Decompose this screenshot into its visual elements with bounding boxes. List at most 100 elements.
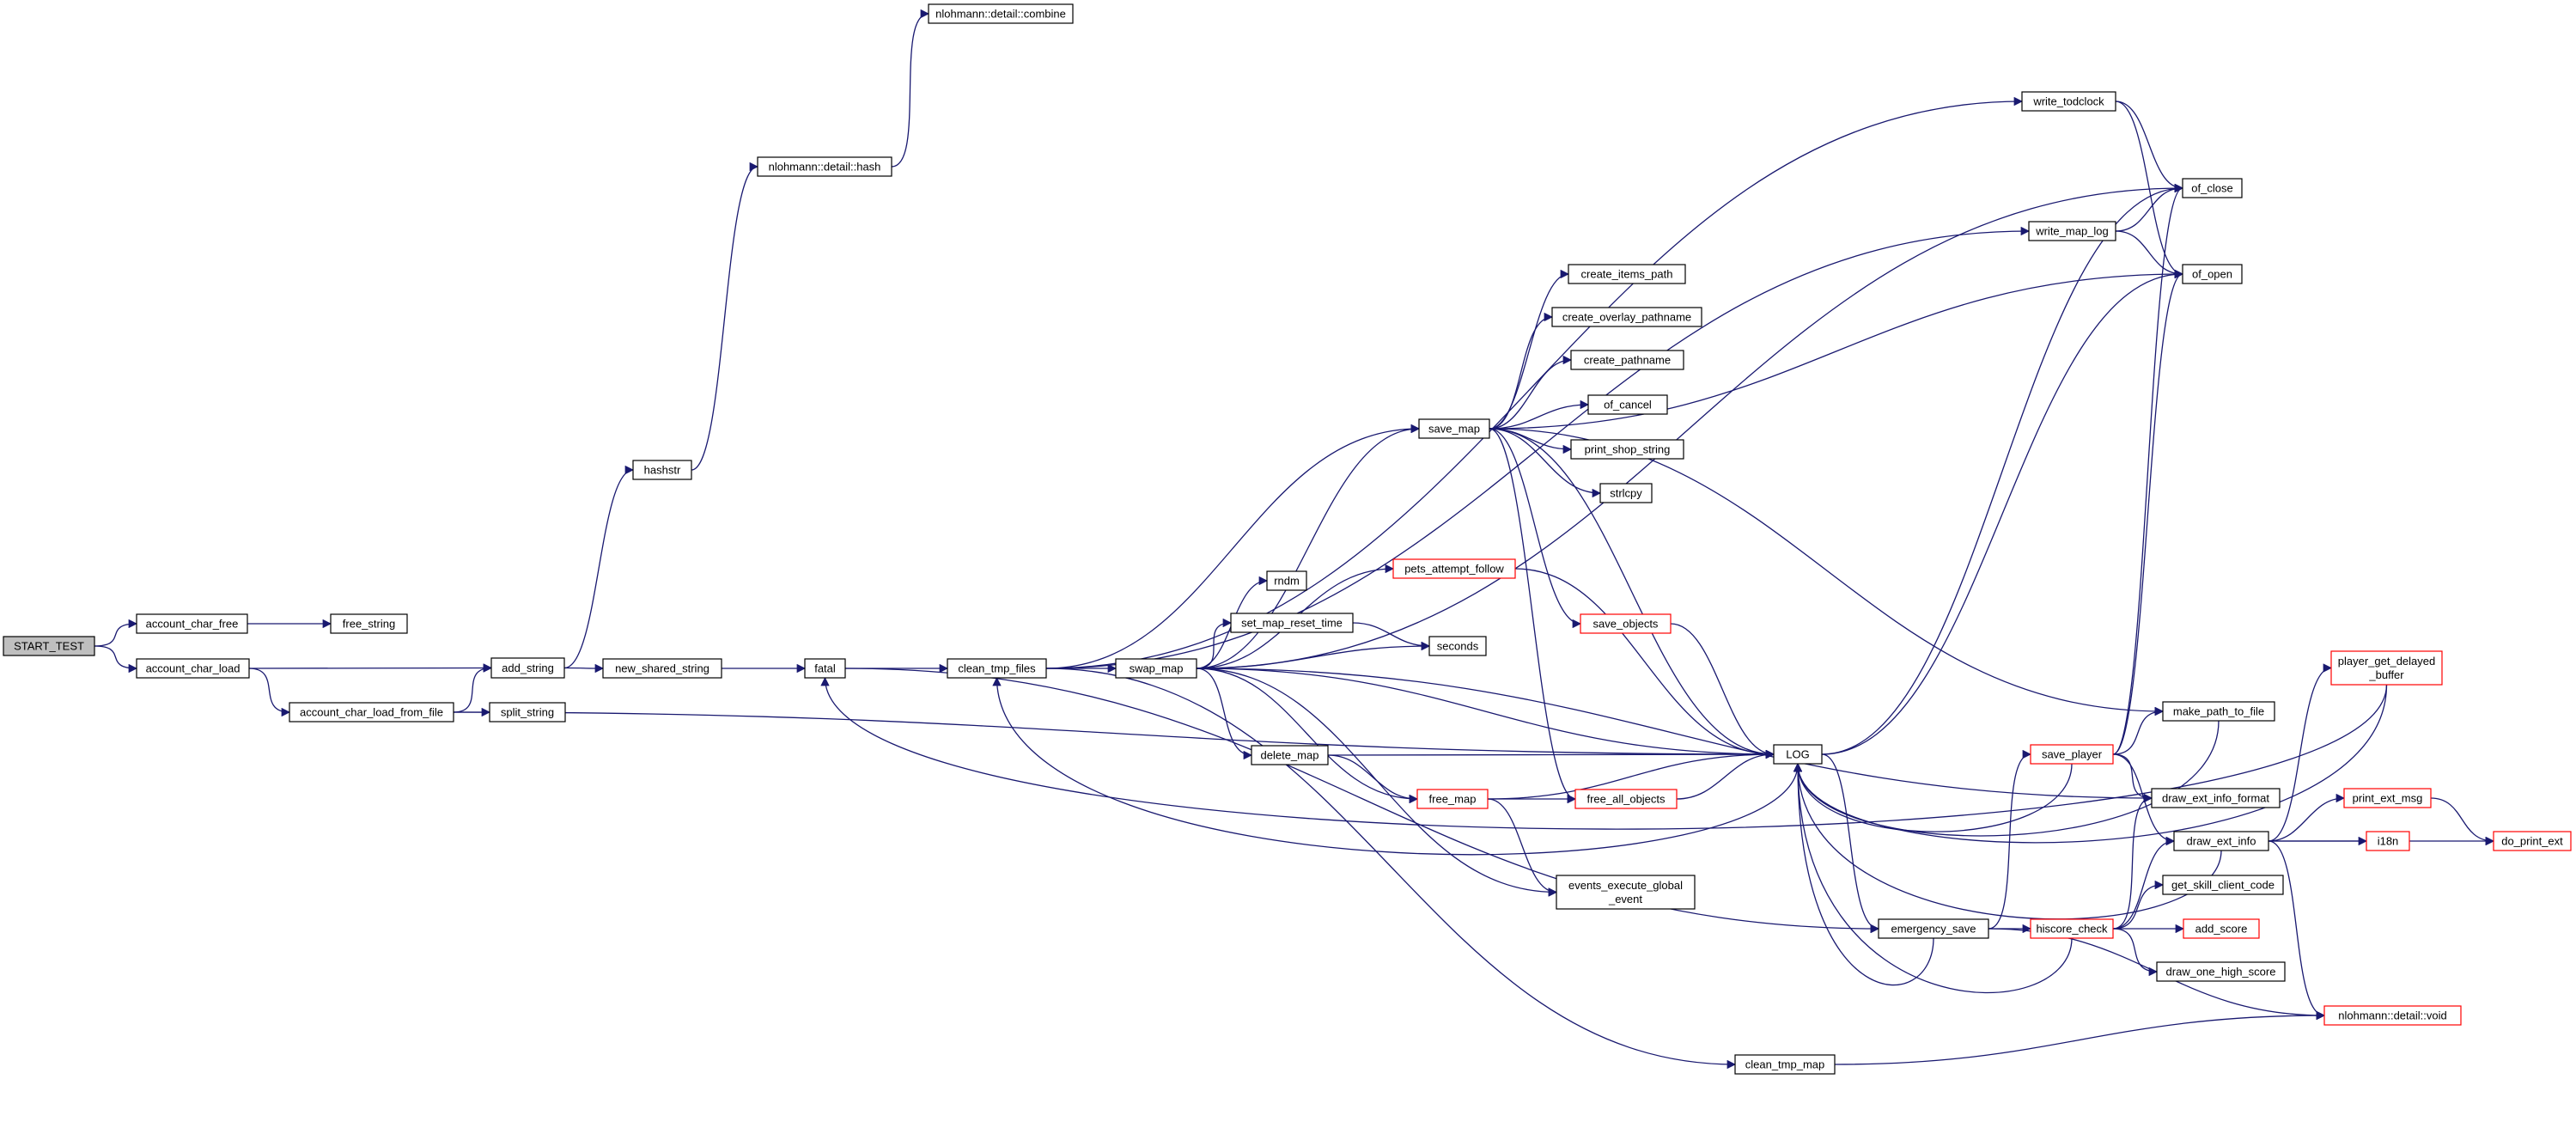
edge-save-map-to-of-cancel	[1489, 399, 1590, 430]
node-add-string[interactable]: add_string	[490, 657, 565, 679]
node-box	[632, 460, 692, 480]
node-of-close[interactable]: of_close	[2182, 178, 2243, 198]
edge-pets-attempt-follow-to-log	[1514, 568, 1775, 759]
node-pets-attempt-follow[interactable]: pets_attempt_follow	[1392, 558, 1516, 579]
node-delete-map[interactable]: delete_map	[1251, 745, 1329, 765]
node-write-todclock[interactable]: write_todclock	[2021, 91, 2116, 112]
node-new-shared-string[interactable]: new_shared_string	[602, 658, 722, 679]
node-swap-map[interactable]: swap_map	[1115, 658, 1197, 679]
edge-draw-ext-info-to-nlohmann-void	[2268, 840, 2326, 1021]
node-add-score[interactable]: add_score	[2183, 918, 2260, 939]
node-label: START_TEST	[14, 640, 84, 653]
node-account-char-load-from-file[interactable]: account_char_load_from_file	[289, 702, 454, 723]
edge-write-map-log-to-of-open	[2115, 230, 2184, 279]
node-i18n[interactable]: i18n	[2366, 831, 2410, 851]
node-free-all-objects[interactable]: free_all_objects	[1574, 789, 1678, 809]
node-box	[1574, 789, 1678, 809]
node-strlcpy[interactable]: strlcpy	[1599, 483, 1653, 503]
edge-swap-map-to-save-map	[1196, 424, 1421, 669]
node-label: delete_map	[1261, 749, 1319, 762]
node-label: _event	[1608, 893, 1642, 905]
node-draw-ext-info-format[interactable]: draw_ext_info_format	[2151, 788, 2281, 808]
node-label: clean_tmp_files	[958, 662, 1036, 675]
node-label: draw_ext_info_format	[2162, 792, 2269, 805]
edge-clean-tmp-files-to-clean-tmp-map	[1045, 668, 1737, 1070]
node-box	[330, 613, 408, 634]
node-clean-tmp-files[interactable]: clean_tmp_files	[947, 658, 1047, 679]
node-draw-one-high-score[interactable]: draw_one_high_score	[2156, 961, 2286, 982]
node-write-map-log[interactable]: write_map_log	[2028, 221, 2116, 241]
node-print-ext-msg[interactable]: print_ext_msg	[2343, 788, 2432, 808]
edge-account-char-load-to-add-string	[248, 663, 493, 673]
node-box	[2030, 744, 2114, 765]
node-create-pathname[interactable]: create_pathname	[1570, 350, 1684, 370]
node-free-map[interactable]: free_map	[1416, 789, 1489, 809]
node-save-map[interactable]: save_map	[1418, 418, 1490, 439]
node-hiscore-check[interactable]: hiscore_check	[2030, 918, 2114, 939]
edge-draw-ext-info-to-player-get-delayed-buffer	[2268, 663, 2333, 842]
node-label: save_objects	[1593, 618, 1659, 631]
edge-account-char-load-from-file-to-log	[453, 711, 1775, 759]
node-nlohmann-combine[interactable]: nlohmann::detail::combine	[928, 3, 1074, 24]
edge-swap-map-to-draw-ext-info-format	[1196, 668, 2153, 803]
node-player-get-delayed-buffer[interactable]: player_get_delayed_buffer	[2330, 650, 2443, 686]
node-split-string[interactable]: split_string	[489, 702, 566, 723]
node-nlohmann-void[interactable]: nlohmann::detail::void	[2323, 1005, 2462, 1026]
node-of-open[interactable]: of_open	[2182, 264, 2243, 284]
edge-save-map-to-create-overlay-pathname	[1489, 312, 1554, 430]
node-clean-tmp-map[interactable]: clean_tmp_map	[1734, 1054, 1836, 1075]
node-start-test[interactable]: START_TEST	[3, 636, 95, 656]
node-box	[136, 658, 250, 679]
edge-start-test-to-account-char-free	[94, 619, 138, 647]
node-box	[2343, 788, 2432, 808]
node-label: write_todclock	[2032, 95, 2104, 108]
node-box	[947, 658, 1047, 679]
node-create-items-path[interactable]: create_items_path	[1568, 264, 1686, 284]
node-set-map-reset-time[interactable]: set_map_reset_time	[1230, 613, 1354, 633]
node-events-execute-global-event[interactable]: events_execute_global_event	[1556, 875, 1696, 910]
node-box	[602, 658, 722, 679]
node-emergency-save[interactable]: emergency_save	[1878, 918, 1989, 939]
node-log[interactable]: LOG	[1773, 744, 1823, 765]
node-box	[1428, 636, 1487, 656]
node-hashstr[interactable]: hashstr	[632, 460, 692, 480]
node-box	[1587, 394, 1668, 415]
edge-fatal-to-emergency-save	[844, 668, 1880, 934]
node-box	[1599, 483, 1653, 503]
edge-save-map-to-create-pathname	[1489, 355, 1573, 430]
edge-log-to-emergency-save	[1821, 753, 1880, 934]
node-label: of_cancel	[1604, 399, 1652, 412]
node-print-shop-string[interactable]: print_shop_string	[1570, 439, 1684, 460]
node-make-path-to-file[interactable]: make_path_to_file	[2162, 701, 2275, 722]
node-label: add_score	[2195, 923, 2248, 936]
node-of-cancel[interactable]: of_cancel	[1587, 394, 1668, 415]
node-label: nlohmann::detail::combine	[935, 8, 1066, 21]
node-seconds[interactable]: seconds	[1428, 636, 1487, 656]
node-draw-ext-info[interactable]: draw_ext_info	[2173, 831, 2269, 851]
node-fatal[interactable]: fatal	[804, 658, 846, 679]
node-box	[1734, 1054, 1836, 1075]
node-box	[136, 613, 248, 634]
node-save-player[interactable]: save_player	[2030, 744, 2114, 765]
node-label: LOG	[1786, 748, 1809, 761]
node-box	[1773, 744, 1823, 765]
node-create-overlay-pathname[interactable]: create_overlay_pathname	[1551, 307, 1702, 327]
node-rndm[interactable]: rndm	[1266, 570, 1307, 591]
node-do-print-ext[interactable]: do_print_ext	[2493, 831, 2572, 851]
node-save-objects[interactable]: save_objects	[1580, 613, 1672, 634]
edge-log-to-of-open	[1821, 269, 2184, 755]
node-label: fatal	[814, 662, 836, 675]
edge-make-path-to-file-to-log	[1793, 720, 2220, 837]
edge-save-map-to-log	[1489, 428, 1775, 759]
edge-add-string-to-hashstr	[563, 465, 635, 669]
node-label: account_char_load	[146, 662, 241, 675]
node-label: get_skill_client_code	[2171, 879, 2275, 892]
node-account-char-load[interactable]: account_char_load	[136, 658, 250, 679]
node-nlohmann-hash[interactable]: nlohmann::detail::hash	[757, 156, 892, 177]
node-get-skill-client-code[interactable]: get_skill_client_code	[2162, 875, 2284, 895]
edge-player-get-delayed-buffer-to-log	[1793, 684, 2388, 844]
node-free-string[interactable]: free_string	[330, 613, 408, 634]
node-account-char-free[interactable]: account_char_free	[136, 613, 248, 634]
node-box	[2493, 831, 2572, 851]
